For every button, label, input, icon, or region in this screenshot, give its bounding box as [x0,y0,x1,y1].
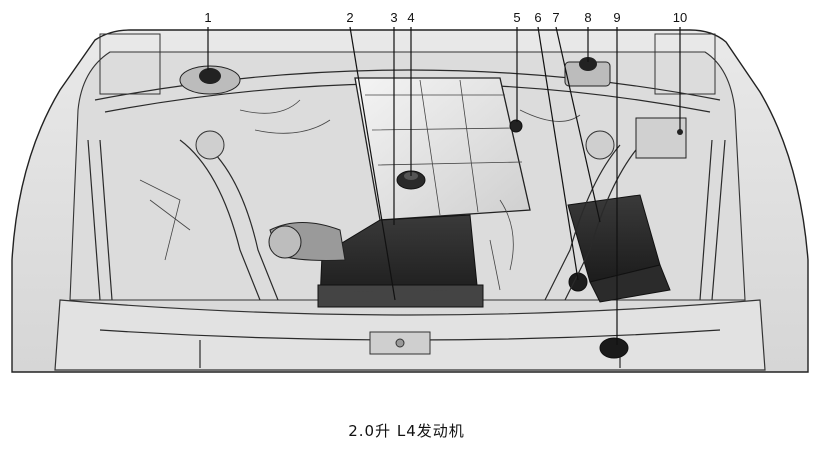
callout-10: 10 [673,10,687,25]
callout-6: 6 [534,10,541,25]
engine-components [139,57,687,359]
callout-9: 9 [613,10,620,25]
battery-area [567,194,671,303]
callout-8: 8 [584,10,591,25]
air-cleaner-assembly [268,214,484,308]
callout-3: 3 [390,10,397,25]
callout-2: 2 [346,10,353,25]
callout-labels: 1 2 3 4 5 6 7 8 9 10 [204,10,687,25]
car-body [11,29,809,373]
engine-cover [354,77,531,221]
callout-leaders [207,26,681,345]
callout-5: 5 [513,10,520,25]
callout-1: 1 [204,10,211,25]
callout-7: 7 [552,10,559,25]
diagram-caption: 2.0升 L4发动机 [348,422,465,440]
callout-4: 4 [407,10,414,25]
engine-compartment-diagram: 1 2 3 4 5 6 7 8 9 10 [11,10,809,373]
